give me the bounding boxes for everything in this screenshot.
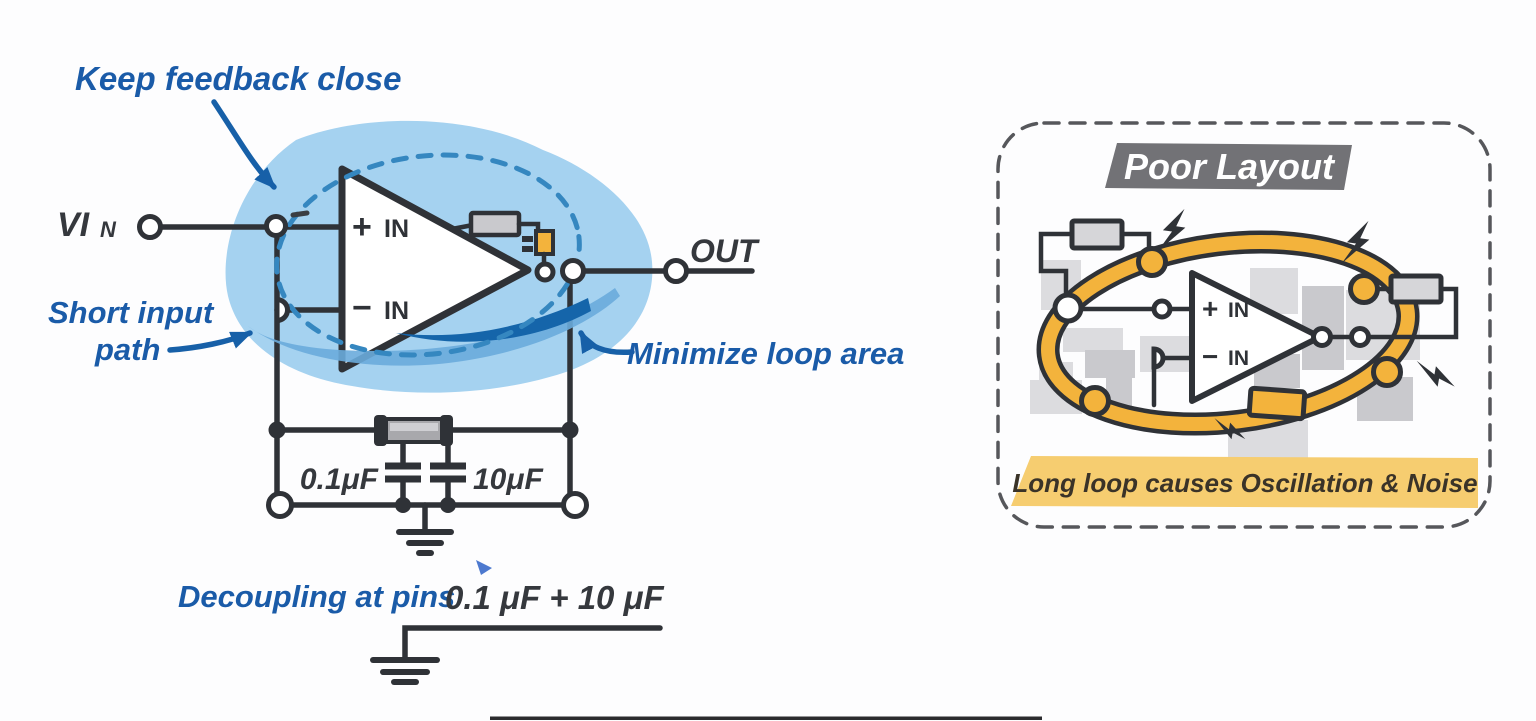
arrow-short-input bbox=[167, 330, 253, 353]
swoosh-ribbon-dark bbox=[396, 298, 591, 342]
annotation-keep-feedback: Keep feedback close bbox=[75, 60, 402, 97]
junction-dot bbox=[395, 497, 411, 513]
feedback-capacitor bbox=[534, 229, 555, 256]
supply-terminal-left bbox=[266, 491, 294, 519]
formula-ground bbox=[370, 625, 663, 685]
video-progress-line[interactable] bbox=[490, 716, 1042, 721]
opamp-plus-sign: + bbox=[352, 208, 372, 246]
decoupling-capacitor-small bbox=[385, 462, 421, 483]
clip-mark-top bbox=[522, 236, 533, 242]
output-junction-node bbox=[560, 258, 586, 284]
poor-layout-caption: Long loop causes Oscillation & Noise bbox=[1012, 468, 1477, 498]
loop-node-yellow bbox=[1348, 273, 1380, 305]
arrow-minimize-loop bbox=[578, 330, 635, 356]
loop-node-yellow bbox=[1136, 246, 1168, 278]
inverting-input-node bbox=[274, 296, 290, 324]
cursor-icon bbox=[476, 560, 492, 575]
loop-node-white bbox=[1052, 292, 1084, 324]
poor-inverting-node bbox=[1151, 346, 1166, 370]
annotation-short-input-2: path bbox=[94, 332, 160, 367]
vin-subscript: N bbox=[100, 217, 117, 242]
ground-icon bbox=[396, 529, 454, 556]
junction-dot bbox=[440, 497, 456, 513]
opamp-triangle bbox=[338, 165, 532, 373]
loop-node-yellow bbox=[1371, 356, 1403, 388]
ground-icon bbox=[370, 657, 440, 685]
out-label: OUT bbox=[690, 233, 760, 269]
bulk-capacitor-component bbox=[374, 415, 453, 446]
poor-layout-title: Poor Layout bbox=[1124, 146, 1336, 187]
supply-terminal-right bbox=[561, 491, 589, 519]
clip-mark-bottom bbox=[522, 246, 533, 252]
annotation-short-input-1: Short input bbox=[48, 295, 215, 330]
poor-opamp-plus-sign: + bbox=[1202, 293, 1218, 324]
long-loop-trace bbox=[1036, 230, 1420, 436]
vin-terminal bbox=[137, 214, 163, 240]
input-junction-node bbox=[264, 214, 288, 238]
decoupling-formula: 0.1 μF + 10 μF bbox=[445, 579, 664, 616]
opamp-plus-in-label: IN bbox=[384, 215, 409, 243]
junction-dot bbox=[268, 421, 286, 439]
cap-large-label: 10μF bbox=[473, 463, 543, 496]
poor-opamp-minus-in-label: IN bbox=[1228, 347, 1249, 370]
feedback-resistor bbox=[468, 210, 522, 238]
poor-layout-title-banner bbox=[1105, 143, 1352, 190]
poor-input-node bbox=[1151, 298, 1173, 320]
opamp-minus-sign: − bbox=[352, 289, 372, 327]
loop-node-yellow bbox=[1079, 385, 1111, 417]
poor-opamp-minus-sign: − bbox=[1202, 341, 1218, 372]
annotation-minimize-loop: Minimize loop area bbox=[627, 336, 904, 371]
lightning-icon bbox=[1412, 360, 1458, 390]
dash-mark bbox=[290, 210, 310, 218]
annotation-decoupling: Decoupling at pins bbox=[178, 579, 455, 614]
panel-dashed-border bbox=[996, 121, 1492, 529]
poor-resistor-right bbox=[1388, 273, 1444, 305]
poor-layout-caption-banner bbox=[1011, 456, 1478, 508]
arrow-keep-feedback bbox=[211, 99, 277, 190]
cap-small-label: 0.1μF bbox=[300, 463, 379, 496]
good-layout-diagram: Keep feedback close VI N Short input pat… bbox=[48, 60, 904, 685]
output-pin-node bbox=[534, 261, 556, 283]
junction-dot bbox=[561, 421, 579, 439]
vin-label: VI bbox=[57, 206, 91, 244]
poor-opamp-triangle bbox=[1189, 270, 1323, 404]
poor-opamp-plus-in-label: IN bbox=[1228, 299, 1249, 322]
poor-layout-panel: + IN − IN Poor Layout Long loop causes O… bbox=[996, 121, 1492, 529]
opamp-minus-in-label: IN bbox=[384, 297, 409, 325]
poor-output-pin-node bbox=[1311, 326, 1333, 348]
loop-component bbox=[1246, 385, 1308, 422]
minimized-loop-dashed-outline bbox=[274, 152, 582, 358]
feedback-network bbox=[449, 210, 555, 271]
out-terminal bbox=[663, 258, 689, 284]
poor-output-node bbox=[1349, 326, 1371, 348]
poor-resistor-left bbox=[1069, 218, 1125, 251]
decoupling-capacitor-large bbox=[430, 462, 466, 483]
